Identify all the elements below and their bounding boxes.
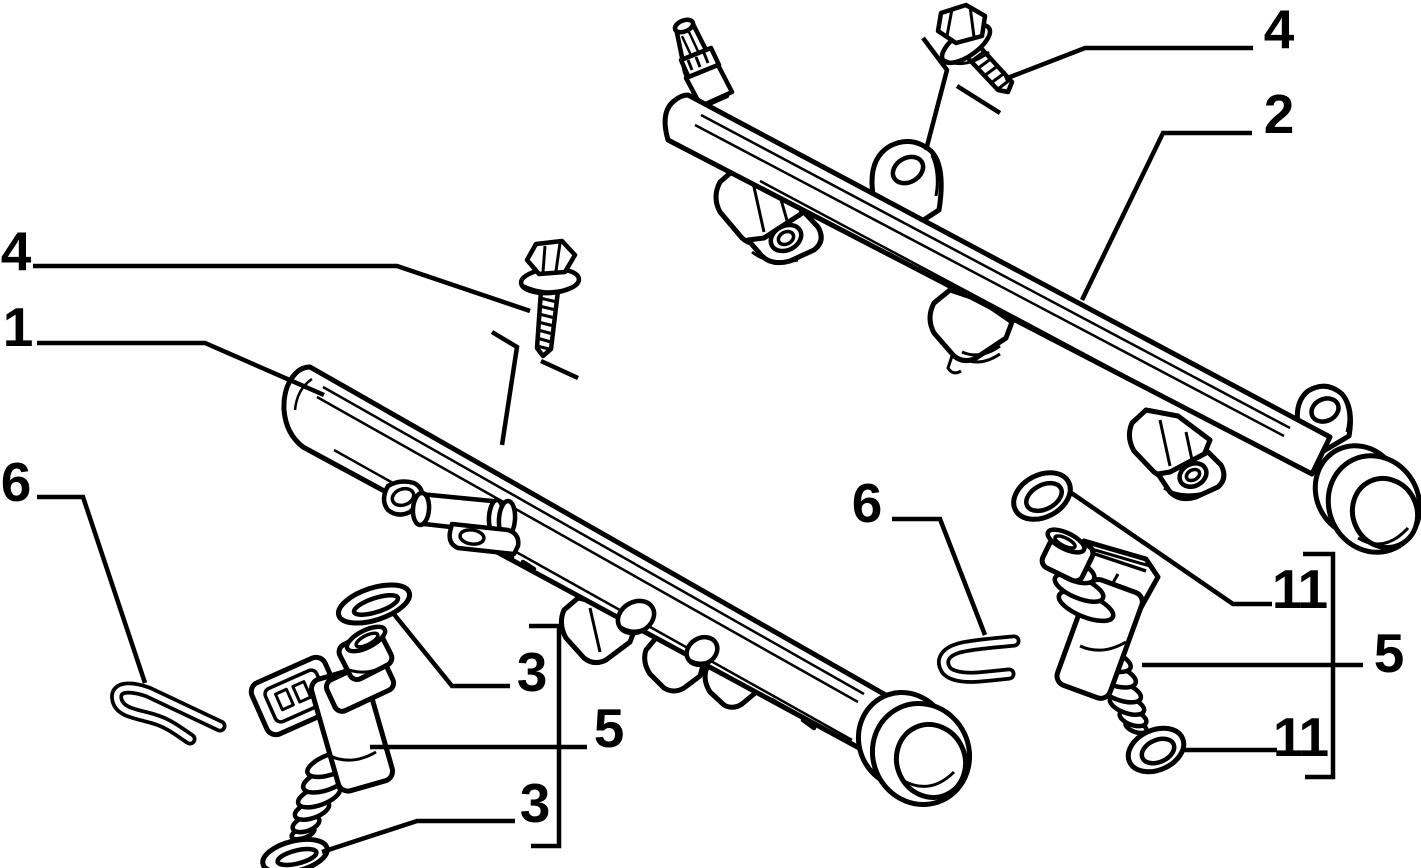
callout-upper-rail: 2 [1264,83,1293,145]
lower-rail-cup-collars [615,598,720,668]
retaining-clip-right [937,634,1021,684]
leader-left-oring-top [391,611,510,689]
lower-fuel-rail [281,364,973,807]
callout-right-oring-bottom: 11 [1273,706,1329,768]
leader-left-clip [37,494,148,684]
callout-left-clip: 6 [1,451,30,513]
o-ring-left-bottom [260,836,330,868]
fuel-injector-left [248,624,397,842]
lower-rail-end-flange [855,690,973,807]
bracket-left-group [529,623,562,849]
callout-left-injector: 5 [594,697,624,759]
mounting-screw-lower [518,238,582,359]
screw-position-pointer-lower [490,330,579,446]
o-ring-right-bottom [1125,725,1187,775]
callout-right-clip: 6 [852,472,881,534]
retaining-clip-left [110,681,227,746]
callout-left-oring-bottom: 3 [520,772,549,834]
leader-upper-screw [1004,45,1253,82]
leader-upper-rail [1079,130,1252,301]
leader-lower-rail [37,340,325,398]
rail-injector-cup-3 [1126,407,1227,502]
mounting-screw-upper [935,2,1015,95]
callout-lower-rail: 1 [3,296,33,358]
callout-right-injector: 5 [1374,622,1404,684]
o-ring-left-top [335,582,413,626]
leader-lower-screw [33,263,531,314]
upper-rail-end-flange [1312,443,1421,555]
callout-upper-screw: 4 [1264,0,1295,60]
leader-right-oring-top [1068,490,1272,607]
rail-inlet-fitting [672,17,735,111]
rail-injector-cup-2 [927,287,1015,375]
o-ring-right-top [1011,470,1073,522]
bracket-right-group [1303,551,1336,780]
upper-fuel-rail [662,17,1421,555]
callout-left-oring-top: 3 [517,641,546,703]
screw-position-pointer-upper [921,36,1002,151]
callout-right-oring-top: 11 [1272,558,1328,620]
fuel-injector-right [1039,527,1161,736]
callout-lower-screw: 4 [1,220,32,282]
leader-left-oring-bottom [321,818,515,855]
rail-pressure-fitting [381,479,521,557]
leader-right-clip [892,516,988,636]
rail-injector-cup-1 [713,165,824,266]
